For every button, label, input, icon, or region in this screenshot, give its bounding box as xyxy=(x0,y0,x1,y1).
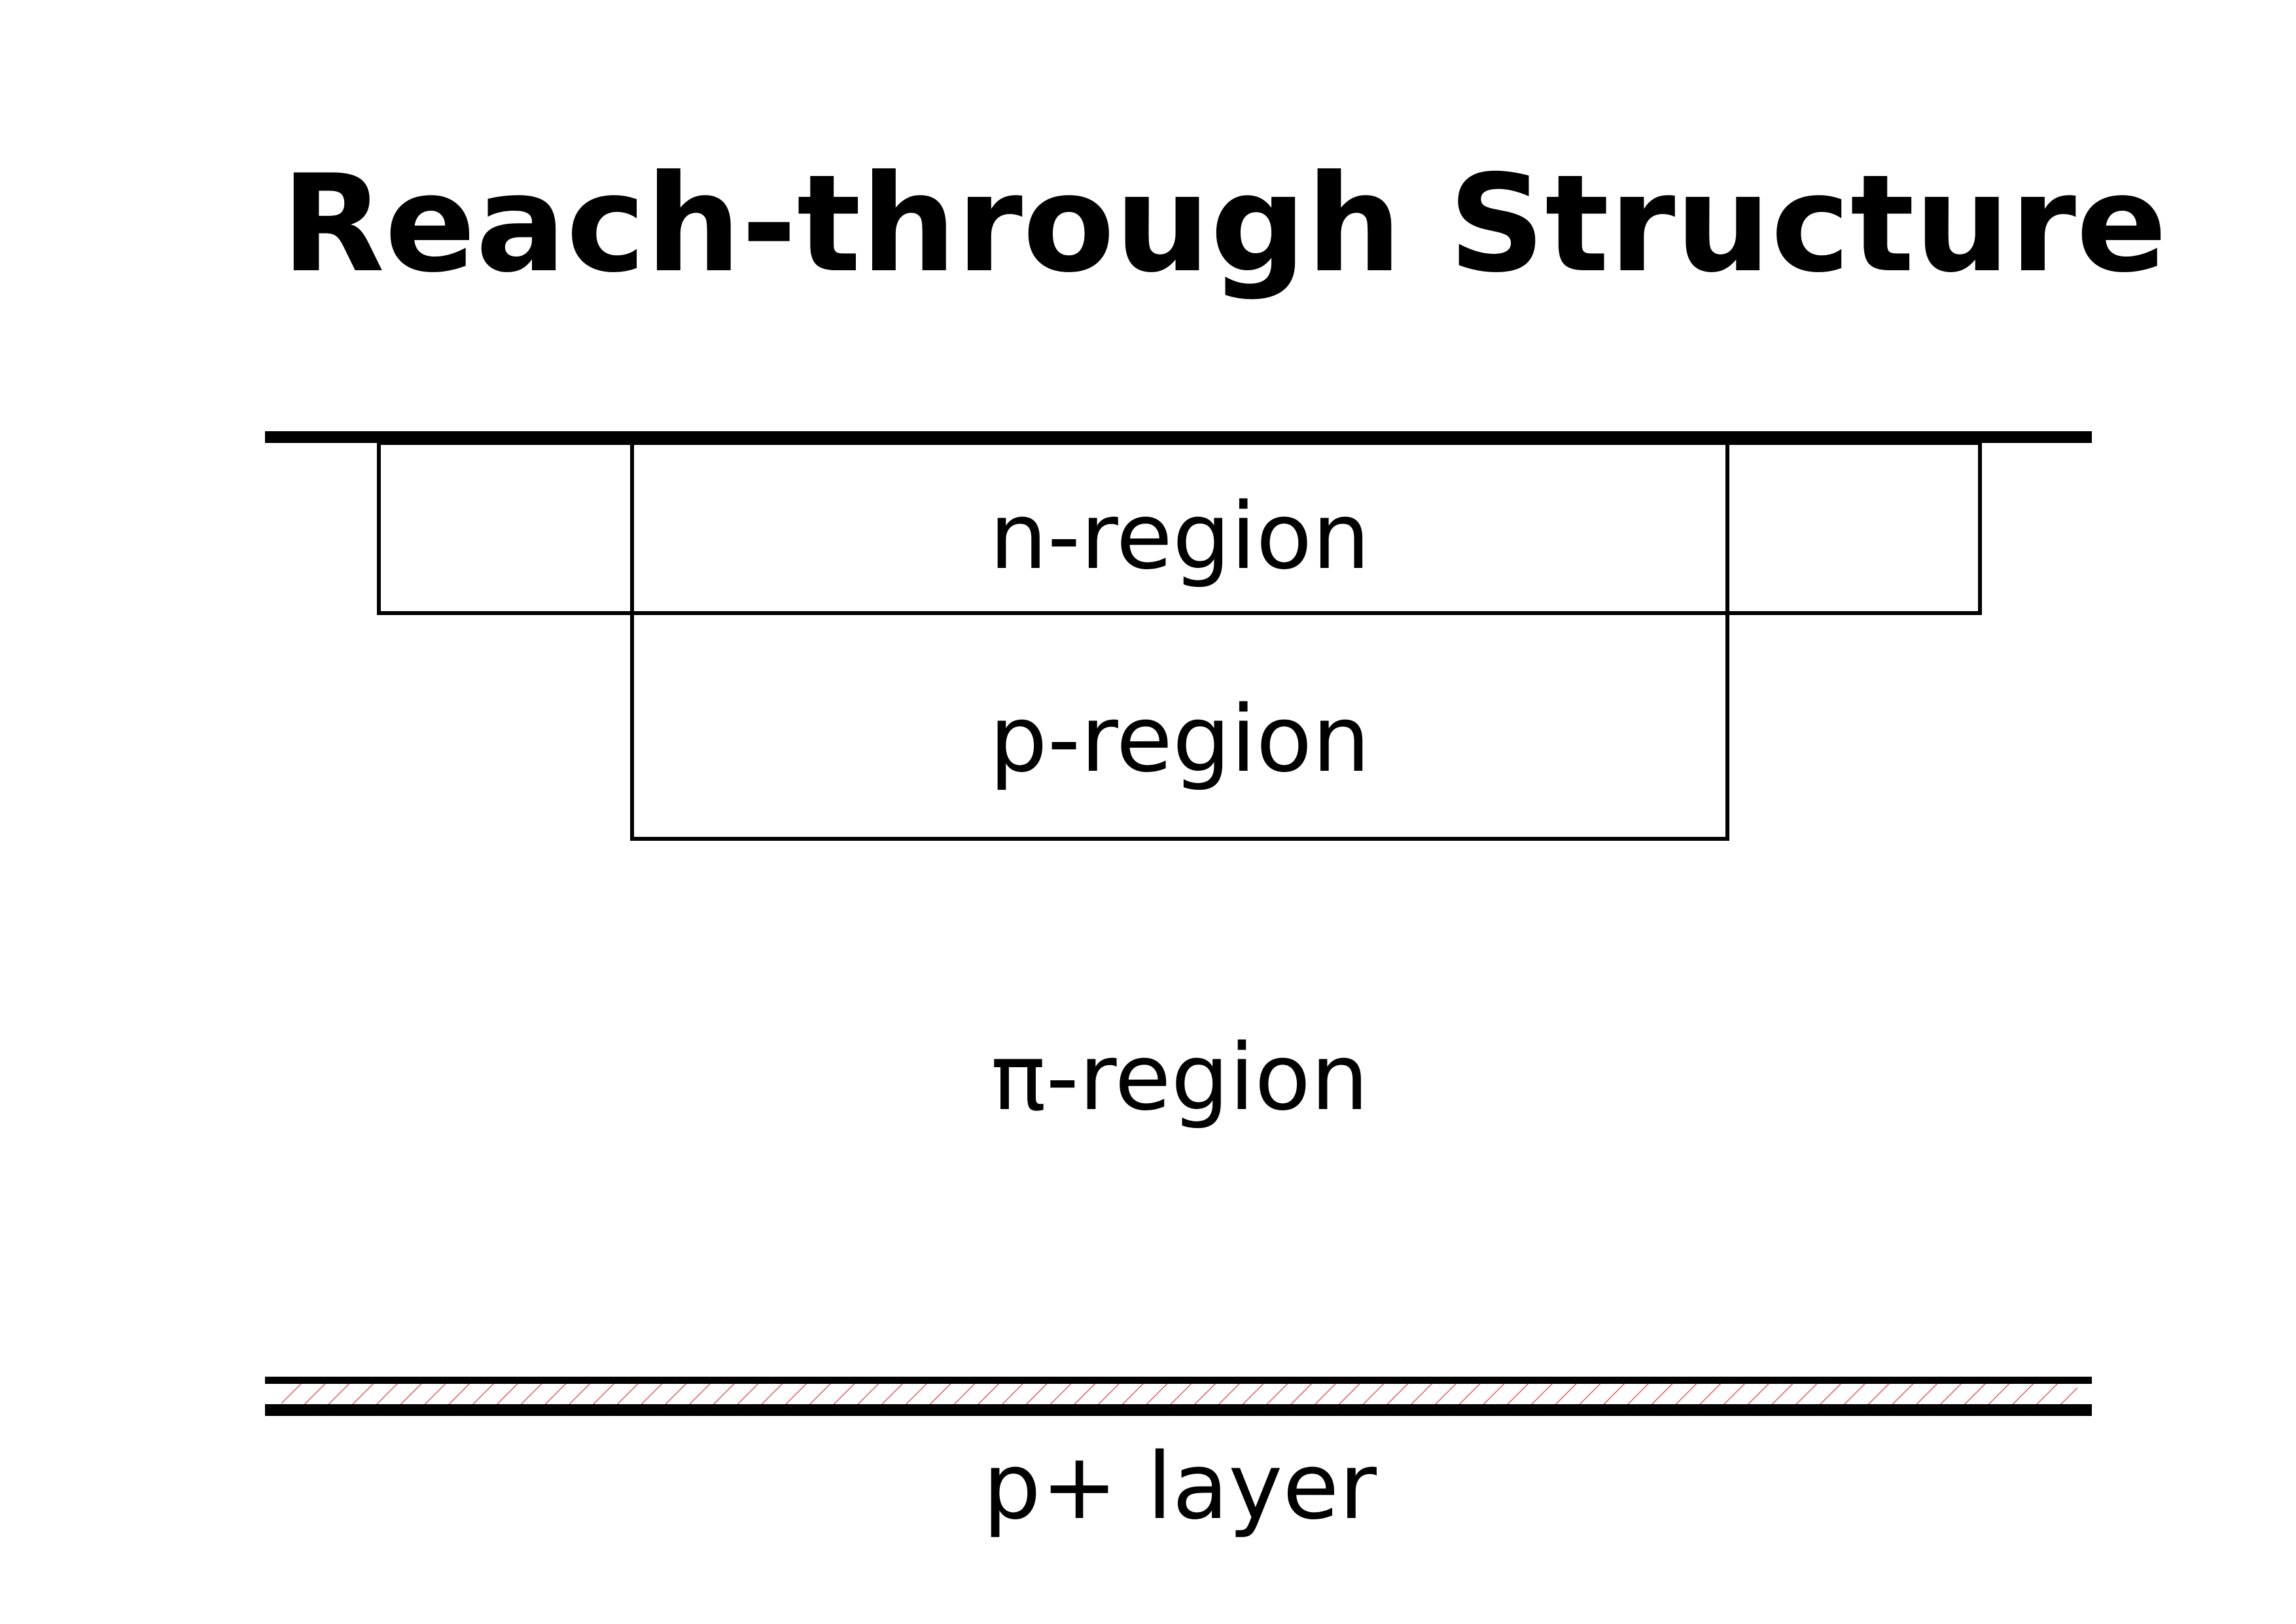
p-plus-top-line xyxy=(265,1377,2092,1384)
p-plus-bottom-line xyxy=(265,1404,2092,1416)
pi-region-label: π-region xyxy=(991,1025,1369,1131)
p-region-box xyxy=(630,611,1729,841)
p-plus-hatch-band xyxy=(281,1384,2077,1404)
p-region-label: p-region xyxy=(989,686,1370,793)
p-plus-layer-label: p+ layer xyxy=(983,1434,1377,1540)
n-region-label: n-region xyxy=(989,484,1370,590)
diagram-title: Reach-through Structure xyxy=(281,147,2167,302)
top-surface-line xyxy=(265,431,2092,443)
